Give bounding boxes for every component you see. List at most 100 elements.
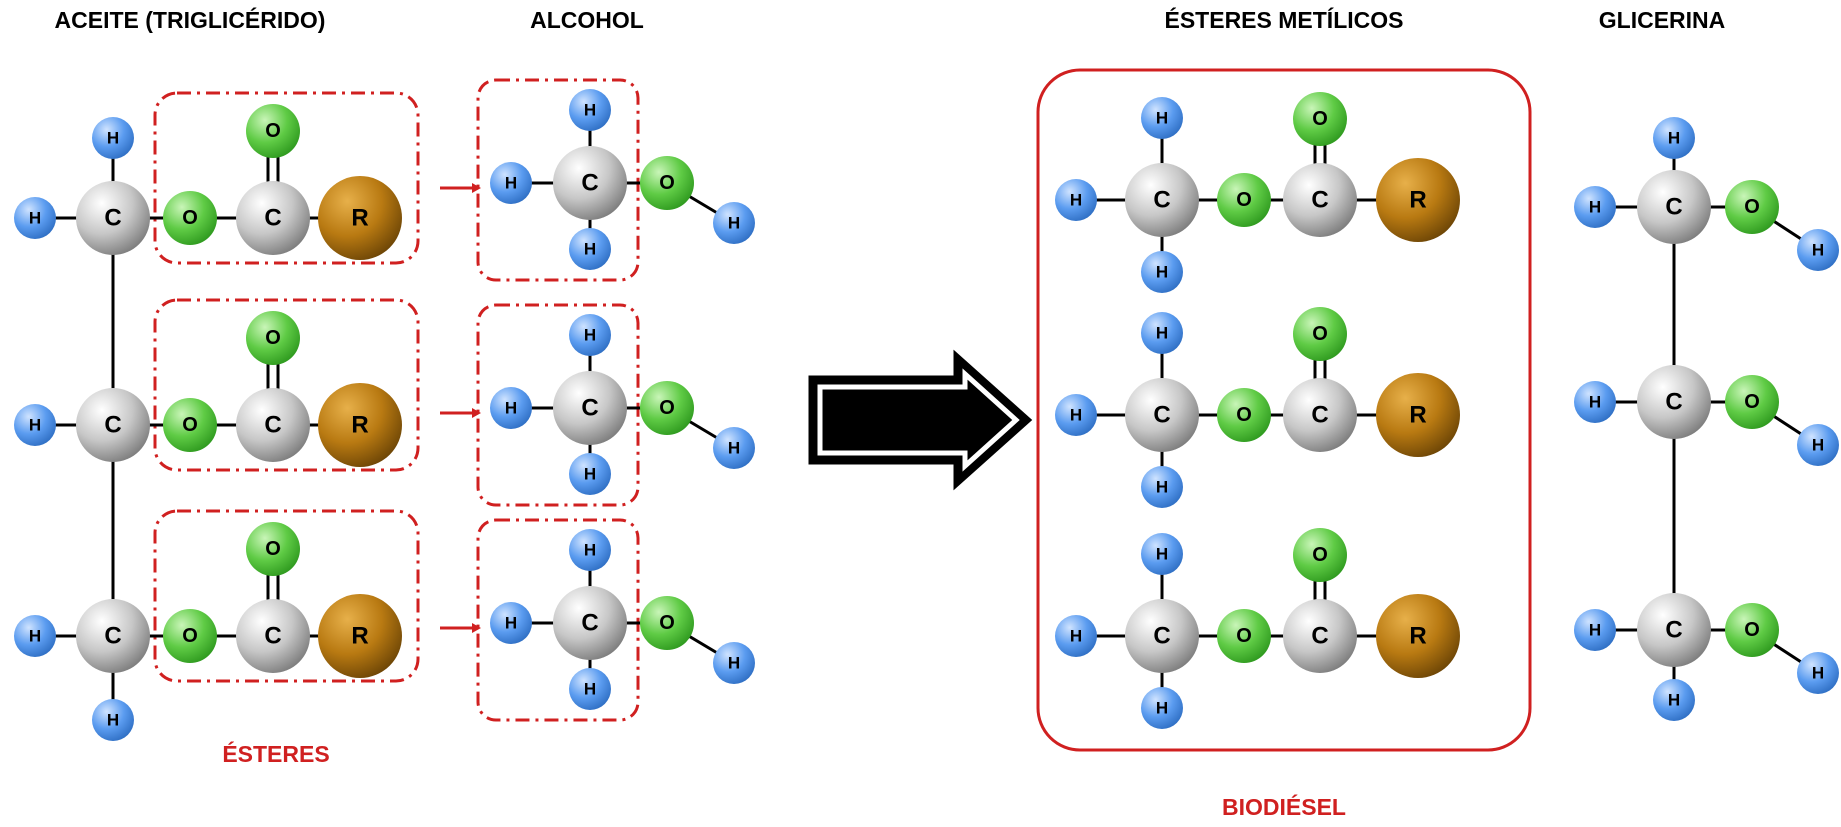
atom-symbol: H xyxy=(505,614,517,633)
atom-symbol: H xyxy=(1812,436,1824,455)
oxygen-atom: O xyxy=(246,104,300,158)
carbon-atom: C xyxy=(236,181,310,255)
atom-symbol: H xyxy=(728,439,740,458)
atom-symbol: O xyxy=(182,207,198,229)
highlight-boxes xyxy=(153,68,1532,752)
hydrogen-atom: H xyxy=(569,89,611,131)
atom-symbol: O xyxy=(1236,404,1252,426)
oxygen-atom: O xyxy=(1217,173,1271,227)
atom-symbol: O xyxy=(659,172,675,194)
title-methyl-esters: ÉSTERES METÍLICOS xyxy=(1165,6,1404,33)
carbon-atom: C xyxy=(1637,593,1711,667)
carbon-atom: C xyxy=(553,371,627,445)
carbon-atom: C xyxy=(1125,599,1199,673)
atom-symbol: H xyxy=(1070,406,1082,425)
oxygen-atom: O xyxy=(1293,528,1347,582)
atom-symbol: H xyxy=(1070,627,1082,646)
title-glycerin: GLICERINA xyxy=(1599,7,1726,33)
hydrogen-atom: H xyxy=(92,699,134,741)
oxygen-atom: O xyxy=(1293,307,1347,361)
atom-symbol: C xyxy=(1665,389,1682,416)
hydrogen-atom: H xyxy=(713,642,755,684)
small-red-arrow-head xyxy=(472,183,481,193)
radical-atom: R xyxy=(1376,373,1460,457)
dashed-highlight-box xyxy=(476,78,640,282)
atom-symbol: H xyxy=(584,240,596,259)
atom-symbol: H xyxy=(1589,621,1601,640)
atom-symbol: C xyxy=(104,412,121,439)
title-alcohol: ALCOHOL xyxy=(530,7,644,33)
oxygen-atom: O xyxy=(1725,603,1779,657)
atom-symbol: O xyxy=(1312,544,1328,566)
carbon-atom: C xyxy=(1283,599,1357,673)
title-oil: ACEITE (TRIGLICÉRIDO) xyxy=(55,6,326,33)
atom-symbol: C xyxy=(1311,623,1328,650)
carbon-atom: C xyxy=(553,146,627,220)
oxygen-atom: O xyxy=(1725,375,1779,429)
hydrogen-atom: H xyxy=(490,162,532,204)
atom-symbol: O xyxy=(265,120,281,142)
atom-symbol: O xyxy=(659,397,675,419)
atom-symbol: C xyxy=(1153,623,1170,650)
atom-symbol: H xyxy=(505,399,517,418)
oxygen-atom: O xyxy=(640,596,694,650)
atom-symbol: H xyxy=(1156,324,1168,343)
atom-symbol: H xyxy=(29,209,41,228)
atom-symbol: H xyxy=(584,326,596,345)
carbon-atom: C xyxy=(236,388,310,462)
radical-atom: R xyxy=(318,594,402,678)
hydrogen-atom: H xyxy=(569,668,611,710)
carbon-atom: C xyxy=(1637,365,1711,439)
atom-symbol: H xyxy=(584,101,596,120)
hydrogen-atom: H xyxy=(92,117,134,159)
oxygen-atom: O xyxy=(640,381,694,435)
atom-symbol: C xyxy=(581,395,598,422)
radical-atom: R xyxy=(318,383,402,467)
atom-symbol: O xyxy=(1312,108,1328,130)
hydrogen-atom: H xyxy=(713,202,755,244)
atom-symbol: O xyxy=(265,538,281,560)
hydrogen-atom: H xyxy=(1797,229,1839,271)
atom-symbol: O xyxy=(182,625,198,647)
radical-atom: R xyxy=(1376,594,1460,678)
radical-atom: R xyxy=(318,176,402,260)
hydrogen-atom: H xyxy=(569,453,611,495)
hydrogen-atom: H xyxy=(1574,609,1616,651)
atom-symbol: R xyxy=(1409,623,1426,650)
atom-symbol: R xyxy=(351,412,368,439)
atom-symbol: H xyxy=(1156,699,1168,718)
oxygen-atom: O xyxy=(1217,388,1271,442)
atom-symbol: H xyxy=(1156,109,1168,128)
oxygen-atom: O xyxy=(640,156,694,210)
dashed-highlight-box xyxy=(153,509,420,683)
atom-symbol: H xyxy=(1156,263,1168,282)
atom-symbol: H xyxy=(505,174,517,193)
hydrogen-atom: H xyxy=(490,387,532,429)
atom-symbol: H xyxy=(728,214,740,233)
highlight-box xyxy=(1036,68,1532,752)
atom-symbol: R xyxy=(351,205,368,232)
atom-symbol: C xyxy=(1153,402,1170,429)
atom-symbol: H xyxy=(1156,545,1168,564)
atom-symbol: O xyxy=(1312,323,1328,345)
oxygen-atom: O xyxy=(1725,180,1779,234)
hydrogen-atom: H xyxy=(1055,394,1097,436)
carbon-atom: C xyxy=(1125,378,1199,452)
oxygen-atom: O xyxy=(1293,92,1347,146)
carbon-atom: C xyxy=(553,586,627,660)
atom-symbol: O xyxy=(265,327,281,349)
atom-symbol: H xyxy=(1589,198,1601,217)
atom-symbol: H xyxy=(1668,129,1680,148)
hydrogen-atom: H xyxy=(569,529,611,571)
hydrogen-atom: H xyxy=(1653,679,1695,721)
small-red-arrow-head xyxy=(472,408,481,418)
carbon-atom: C xyxy=(76,599,150,673)
hydrogen-atom: H xyxy=(1141,312,1183,354)
hydrogen-atom: H xyxy=(490,602,532,644)
hydrogen-atom: H xyxy=(1141,251,1183,293)
carbon-atom: C xyxy=(1283,163,1357,237)
atom-symbol: H xyxy=(728,654,740,673)
hydrogen-atom: H xyxy=(1141,687,1183,729)
atom-symbol: H xyxy=(1156,478,1168,497)
